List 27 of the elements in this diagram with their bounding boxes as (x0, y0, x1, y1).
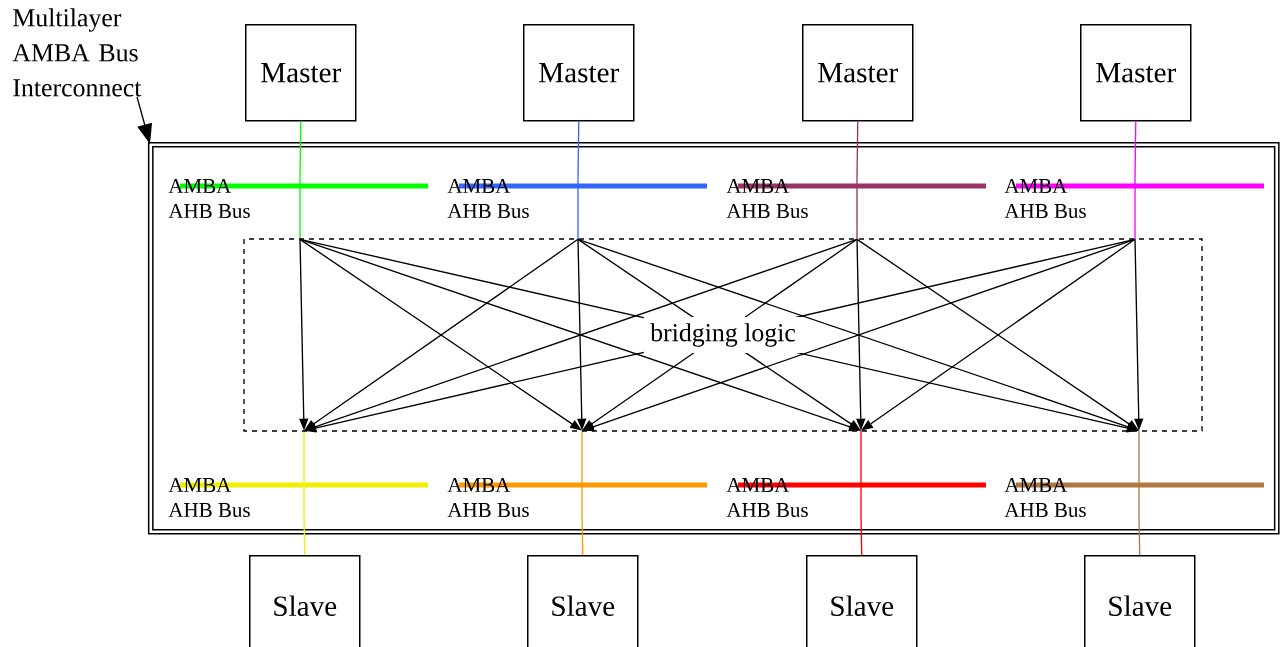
bus-bar: AMBA AHB Bus (726, 178, 986, 240)
region-label: bridging logic (650, 323, 796, 347)
component-box: Master (1080, 24, 1192, 122)
component-box: Slave (249, 555, 361, 647)
interconnect-frame (147, 141, 1280, 535)
bus-bar: AMBA AHB Bus (726, 430, 986, 519)
bus-bar: AMBA AHB Bus (1004, 178, 1264, 240)
component-box: Slave (1084, 555, 1196, 647)
component-box: Master (523, 24, 635, 122)
component-box: Master (802, 24, 914, 122)
bus-bar: AMBA AHB Bus (447, 178, 707, 240)
bus-bar: AMBA AHB Bus (168, 178, 428, 240)
connector-line (303, 516, 306, 556)
caption-text: Multilayer AMBA Bus Interconnect (12, 8, 142, 97)
connector-line (1134, 120, 1137, 180)
connector-line (1138, 516, 1141, 556)
bus-bar: AMBA AHB Bus (1004, 430, 1264, 519)
component-box: Slave (527, 555, 639, 647)
connector-line (299, 120, 302, 180)
connector-line (577, 120, 580, 180)
bus-bar: AMBA AHB Bus (447, 430, 707, 519)
bus-bar: AMBA AHB Bus (168, 430, 428, 519)
component-box: Slave (806, 555, 918, 647)
component-box: Master (245, 24, 357, 122)
connector-line (860, 516, 863, 556)
connector-line (581, 516, 584, 556)
connector-line (856, 120, 859, 180)
